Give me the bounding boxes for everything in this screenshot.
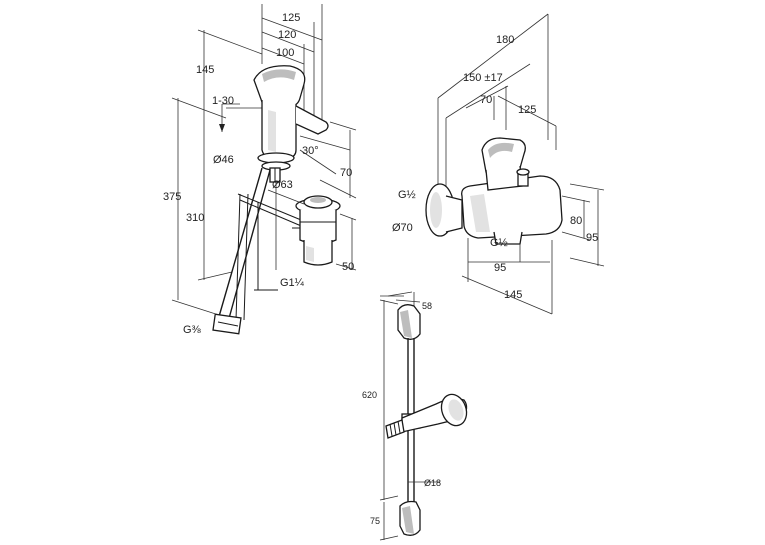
dim-50: 50 — [342, 261, 354, 273]
dim-75: 75 — [370, 516, 380, 526]
dim-95-right: 95 — [586, 232, 598, 244]
dim-125-bath: 125 — [518, 104, 536, 116]
dim-95-bottom: 95 — [494, 262, 506, 274]
thread-waste: G1¼ — [280, 277, 305, 289]
dim-100-basin: 100 — [276, 47, 294, 59]
thread-left: G½ — [398, 189, 416, 201]
dim-125-basin: 125 — [282, 12, 300, 24]
waste-plug — [292, 195, 341, 266]
dim-1-30: 1-30 — [212, 95, 234, 107]
dim-70-bath: 70 — [480, 94, 492, 106]
dim-d63: Ø63 — [272, 179, 293, 191]
dim-120-basin: 120 — [278, 29, 296, 41]
dim-620: 620 — [362, 390, 377, 400]
dim-375: 375 — [163, 191, 181, 203]
dim-145-bath: 145 — [504, 289, 522, 301]
dim-150-17: 150 ±17 — [463, 72, 503, 84]
dim-180: 180 — [496, 34, 514, 46]
dim-d18: Ø18 — [424, 478, 441, 488]
bath-mixer-drawing: 180 150 ±17 70 125 G½ Ø70 G½ 80 95 95 14… — [392, 13, 605, 315]
dim-58: 58 — [422, 301, 432, 311]
dim-145-basin: 145 — [196, 64, 214, 76]
dim-80: 80 — [570, 215, 582, 227]
thread-bottom: G½ — [490, 237, 508, 249]
dim-310: 310 — [186, 212, 204, 224]
dim-d46: Ø46 — [213, 154, 234, 166]
thread-inlet: G⅜ — [183, 324, 202, 336]
shower-rail-drawing: 58 620 Ø18 75 — [362, 291, 468, 541]
dim-70-basin: 70 — [340, 167, 352, 179]
dim-d70: Ø70 — [392, 222, 413, 234]
dim-30-angle: 30° — [302, 145, 319, 157]
basin-mixer-drawing: 125 120 100 145 1-30 Ø46 375 310 30° 70 … — [163, 4, 357, 336]
